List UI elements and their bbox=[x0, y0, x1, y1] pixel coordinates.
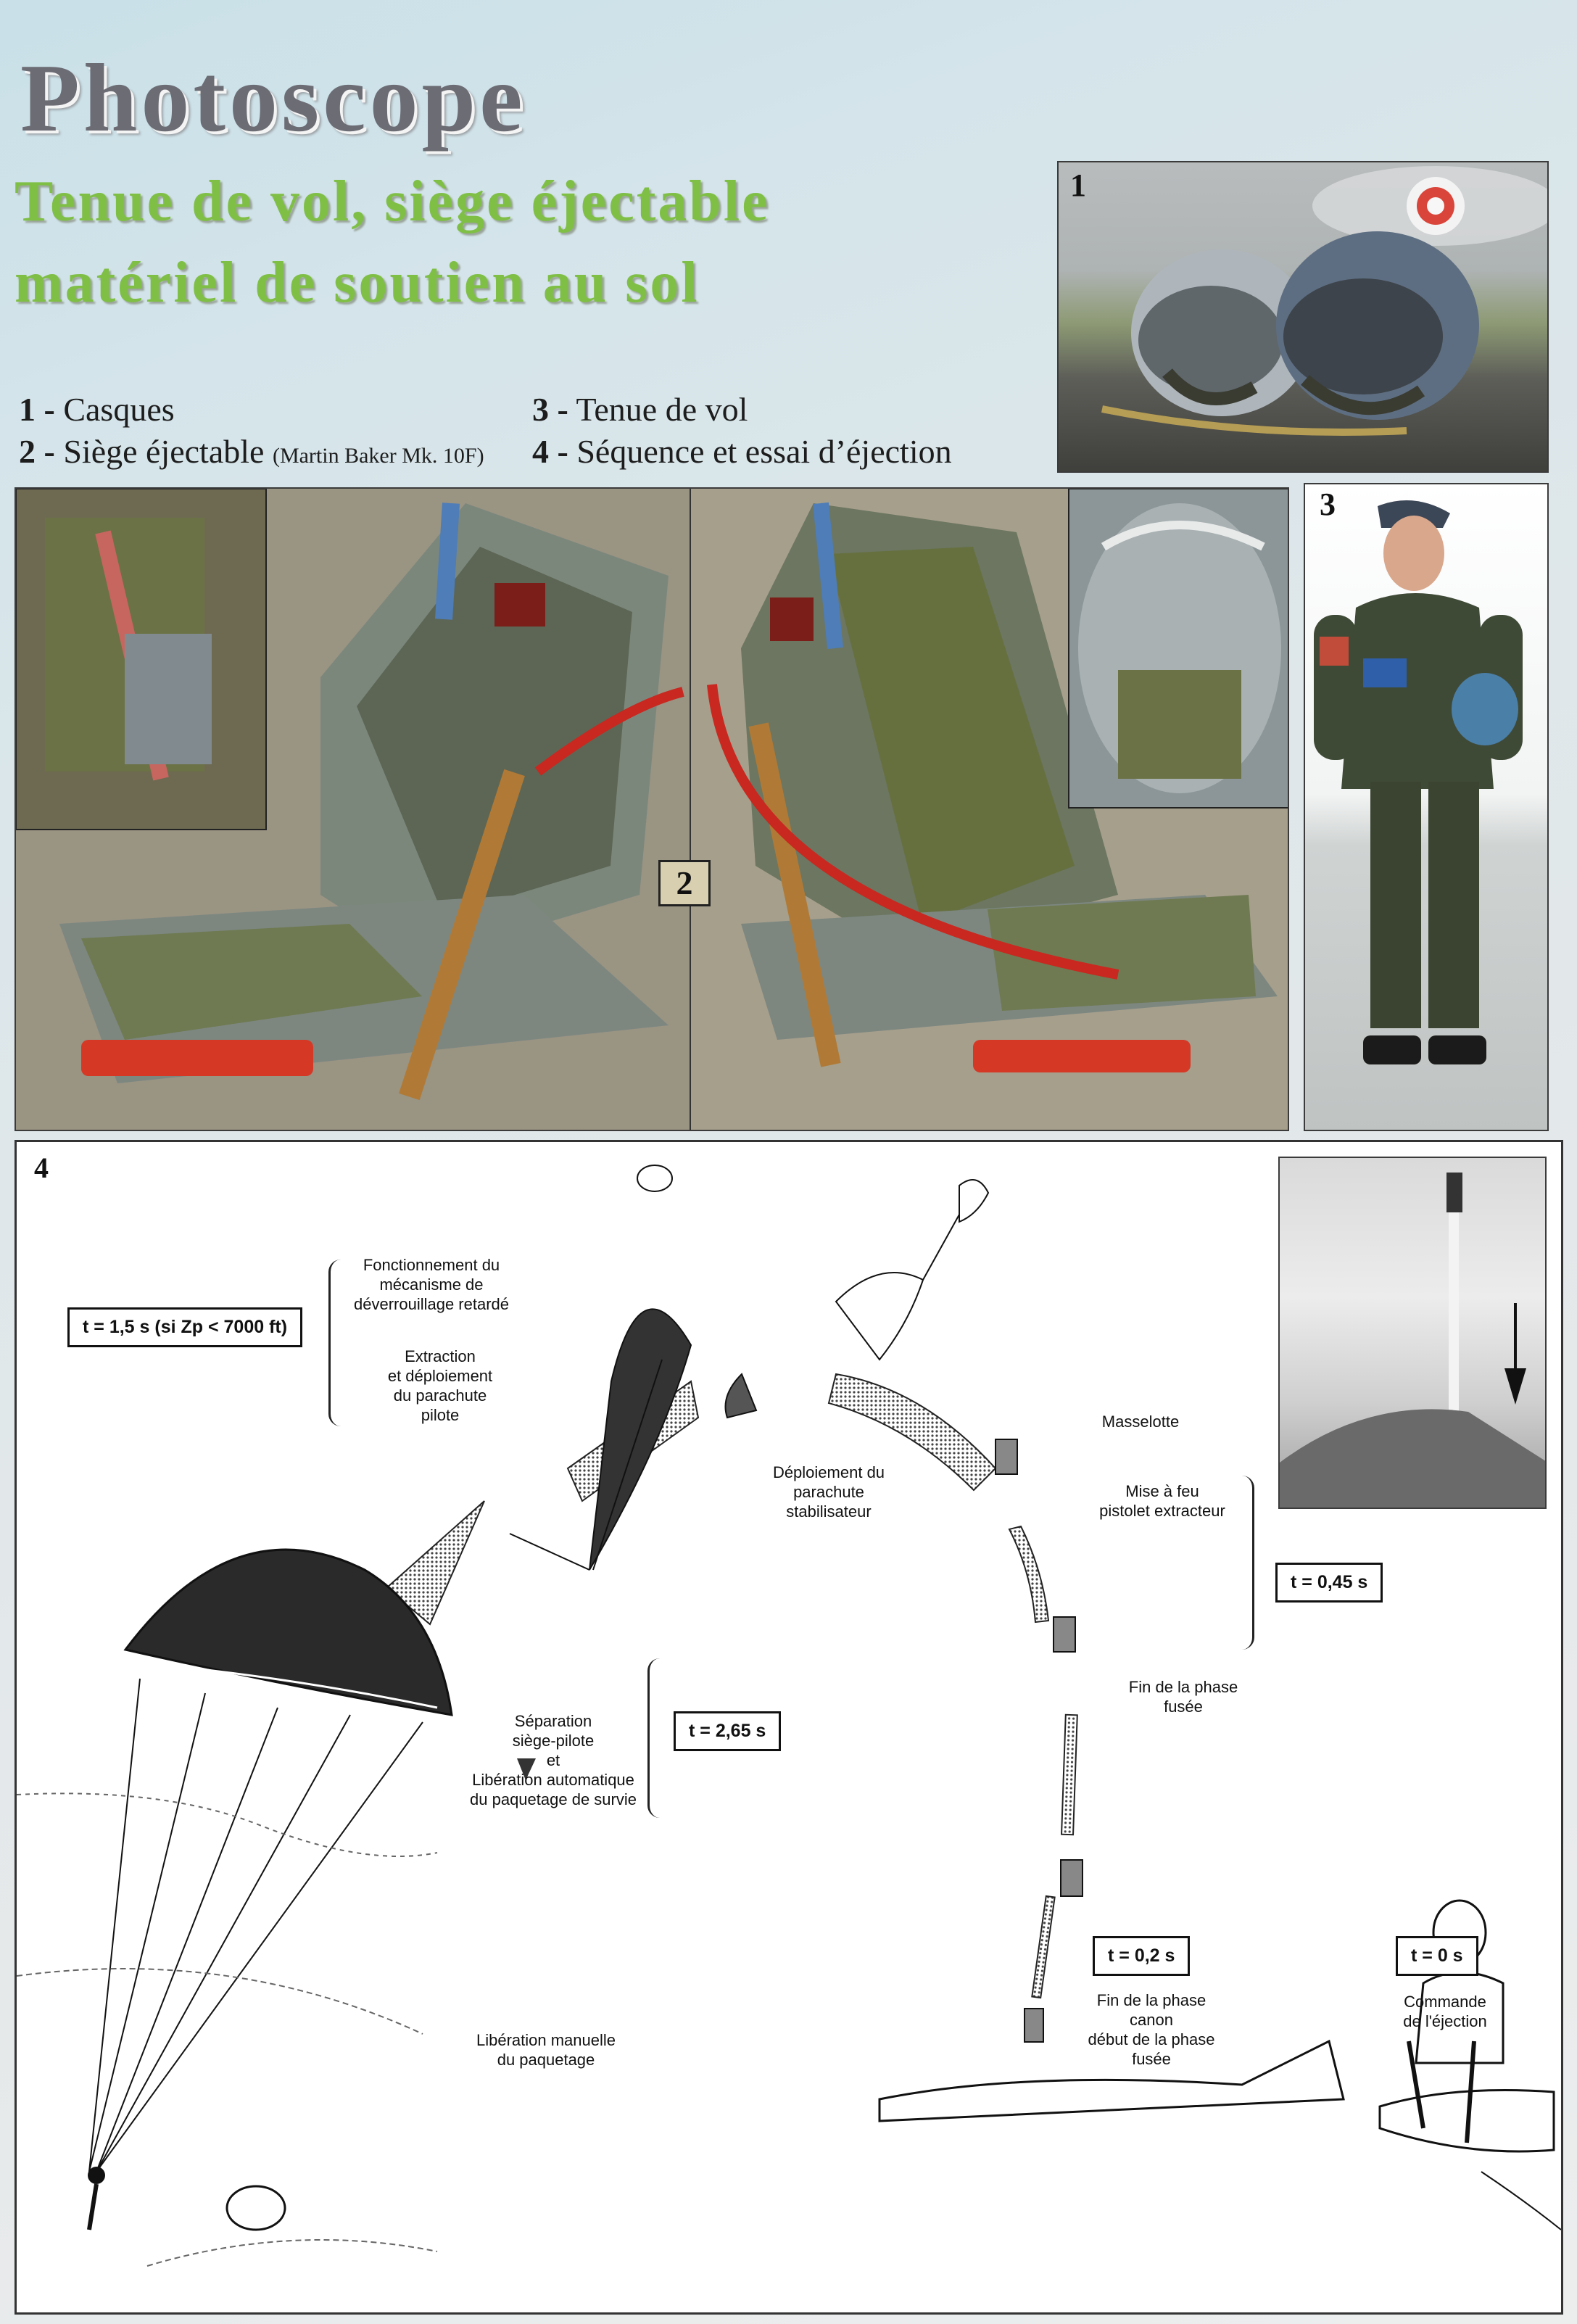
legend-note: (Martin Baker Mk. 10F) bbox=[272, 444, 484, 468]
photo-number-4: 4 bbox=[34, 1151, 49, 1184]
legend-item-2: 2 - Siège éjectable (Martin Baker Mk. 10… bbox=[19, 432, 484, 471]
subtitle-line-2: matériel de soutien au sol bbox=[15, 251, 700, 315]
time-box-2-65s: t = 2,65 s bbox=[674, 1711, 782, 1751]
ejection-test-illustration bbox=[1280, 1173, 1545, 1508]
legend-label: Tenue de vol bbox=[576, 391, 748, 428]
photo-flight-suit: 3 bbox=[1304, 483, 1549, 1131]
time-box-0s: t = 0 s bbox=[1396, 1936, 1478, 1976]
photo-ejection-test bbox=[1278, 1157, 1547, 1509]
helmets-illustration bbox=[1101, 166, 1547, 436]
time-box-0-45s: t = 0,45 s bbox=[1275, 1563, 1383, 1603]
label-masselotte: Masselotte bbox=[1101, 1413, 1180, 1431]
legend-item-3: 3 - Tenue de vol bbox=[532, 390, 748, 429]
photo-ejection-seat: 2 bbox=[15, 487, 1289, 1131]
ejection-seat-illustration bbox=[16, 489, 1288, 1130]
brace-2-65s bbox=[647, 1658, 660, 1818]
legend-item-4: 4 - Séquence et essai d’éjection bbox=[532, 432, 952, 471]
photo-number-1: 1 bbox=[1070, 168, 1086, 203]
page-title: Photoscope bbox=[20, 44, 526, 152]
legend-label: Casques bbox=[63, 391, 175, 428]
photo-number-3: 3 bbox=[1320, 487, 1336, 522]
legend-item-1: 1 - Casques bbox=[19, 390, 175, 429]
legend-label: Séquence et essai d’éjection bbox=[576, 433, 952, 470]
legend-num: 4 - bbox=[532, 433, 568, 470]
time-box-0-2s: t = 0,2 s bbox=[1093, 1936, 1191, 1976]
pilot-illustration bbox=[1314, 500, 1523, 1064]
photo-helmets: 1 bbox=[1057, 161, 1549, 473]
photo-number-2: 2 bbox=[658, 860, 711, 906]
legend-num: 1 - bbox=[19, 391, 55, 428]
legend-num: 2 - bbox=[19, 433, 55, 470]
brace-0-45s bbox=[1242, 1476, 1254, 1650]
legend-num: 3 - bbox=[532, 391, 568, 428]
time-box-1-5s: t = 1,5 s (si Zp < 7000 ft) bbox=[67, 1307, 303, 1347]
brace-1-5s bbox=[328, 1260, 341, 1426]
ejection-sequence-diagram: 4 bbox=[15, 1140, 1563, 2315]
subtitle-line-1: Tenue de vol, siège éjectable bbox=[15, 170, 770, 233]
page-subtitle: Tenue de vol, siège éjectable matériel d… bbox=[15, 161, 770, 323]
legend-label: Siège éjectable bbox=[63, 433, 265, 470]
